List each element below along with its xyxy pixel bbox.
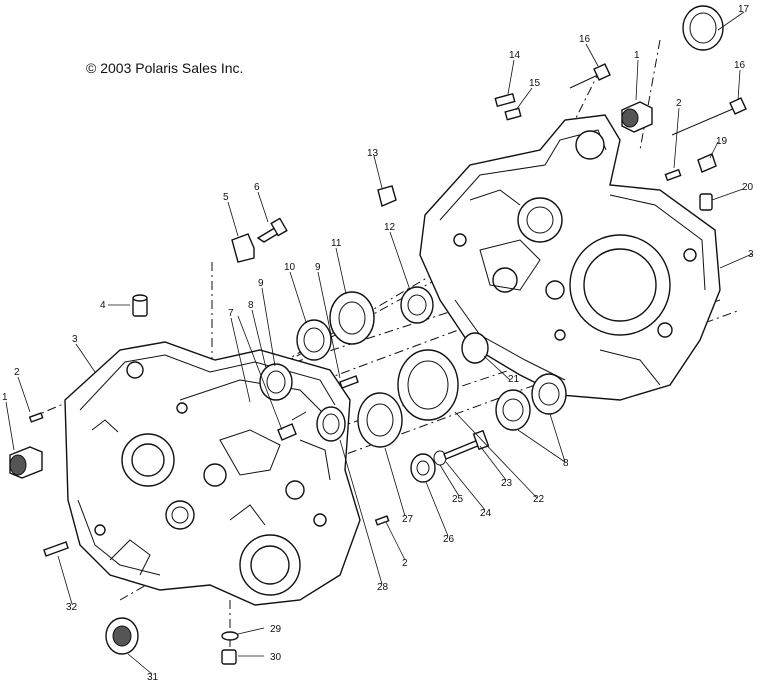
callout-12: 12 bbox=[384, 222, 396, 233]
callout-27: 27 bbox=[402, 514, 414, 525]
leader-lines bbox=[5, 11, 753, 675]
callout-14: 14 bbox=[509, 50, 521, 61]
callout-8-left: 8 bbox=[248, 300, 254, 311]
callout-16-left: 16 bbox=[579, 34, 591, 45]
callout-20: 20 bbox=[742, 182, 754, 193]
callout-1-left: 1 bbox=[2, 392, 8, 403]
callout-32: 32 bbox=[66, 602, 78, 613]
callout-17: 17 bbox=[738, 4, 750, 15]
callout-numbers: 1 1 2 2 2 3 3 4 5 6 7 8 8 9 9 10 11 12 1… bbox=[2, 4, 754, 683]
callout-19: 19 bbox=[716, 136, 728, 147]
callout-26: 26 bbox=[443, 534, 455, 545]
callout-25: 25 bbox=[452, 494, 464, 505]
callout-4: 4 bbox=[100, 300, 106, 311]
callout-22: 22 bbox=[533, 494, 545, 505]
callout-3-right: 3 bbox=[748, 249, 754, 260]
copyright-text: © 2003 Polaris Sales Inc. bbox=[86, 60, 243, 76]
callout-16-right: 16 bbox=[734, 60, 746, 71]
callout-31: 31 bbox=[147, 672, 159, 682]
callout-1-right: 1 bbox=[634, 50, 640, 61]
callout-29: 29 bbox=[270, 624, 282, 635]
right-crankcase-half bbox=[419, 114, 721, 401]
callout-23: 23 bbox=[501, 478, 513, 489]
callout-15: 15 bbox=[529, 78, 541, 89]
callout-9-left: 9 bbox=[258, 278, 264, 289]
callout-11: 11 bbox=[331, 238, 342, 249]
left-crankcase-half bbox=[64, 341, 361, 606]
callout-6: 6 bbox=[254, 182, 260, 193]
callout-3-left: 3 bbox=[72, 334, 78, 345]
callout-10: 10 bbox=[284, 262, 296, 273]
callout-7: 7 bbox=[228, 308, 234, 319]
callout-5: 5 bbox=[223, 192, 229, 203]
callout-24: 24 bbox=[480, 508, 492, 519]
callout-2-right: 2 bbox=[676, 98, 682, 109]
small-parts bbox=[9, 5, 747, 665]
callout-13: 13 bbox=[367, 148, 379, 159]
callout-21: 21 bbox=[508, 374, 520, 385]
callout-8-right: 8 bbox=[563, 458, 569, 469]
callout-30: 30 bbox=[270, 652, 282, 663]
callout-2-left: 2 bbox=[14, 367, 20, 378]
callout-28: 28 bbox=[377, 582, 389, 593]
callout-2-lower: 2 bbox=[402, 558, 408, 569]
callout-9-right: 9 bbox=[315, 262, 321, 273]
